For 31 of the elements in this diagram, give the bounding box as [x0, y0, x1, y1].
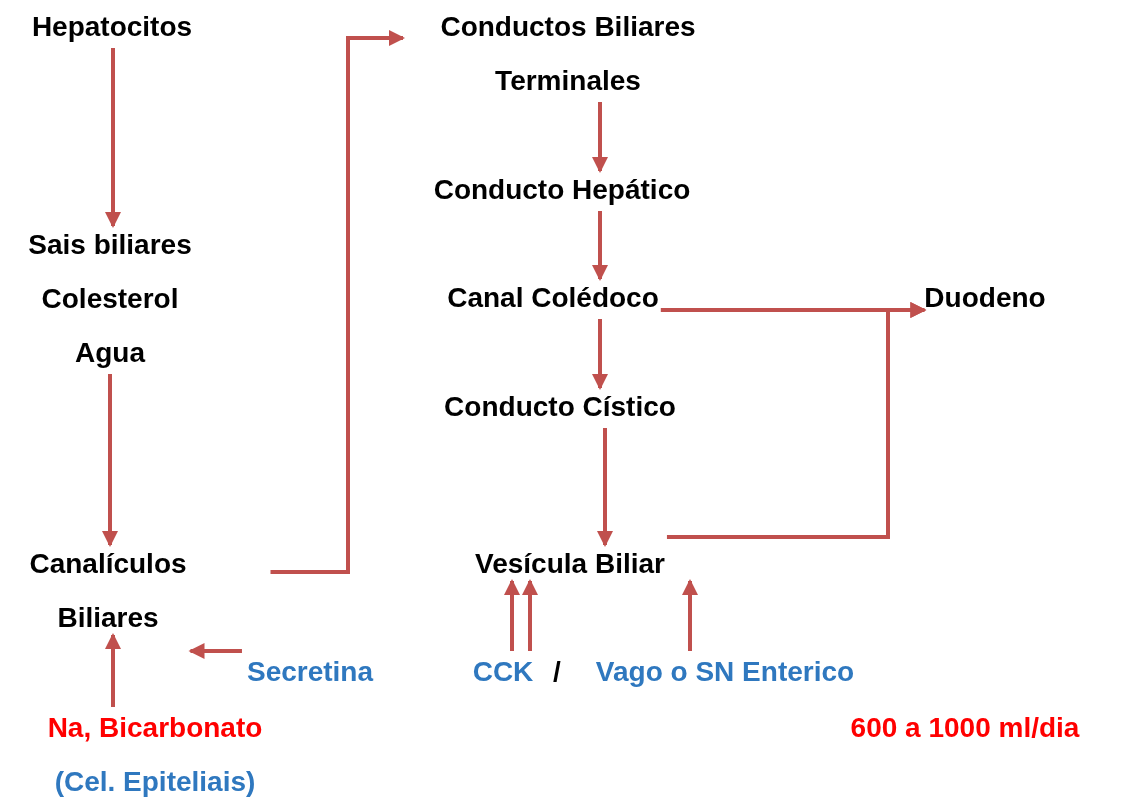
node-label: Vesícula Biliar	[475, 547, 665, 581]
node-label: Duodeno	[924, 281, 1046, 315]
arrow	[682, 579, 698, 651]
arrow	[592, 319, 608, 390]
arrow	[270, 30, 405, 574]
node-label: Canalículos Biliares	[28, 547, 188, 635]
node-label: CCK	[472, 655, 534, 689]
arrow	[597, 428, 613, 547]
arrow	[666, 302, 927, 539]
arrow	[105, 633, 121, 707]
separator-label: /	[553, 655, 561, 689]
node-label: Agua	[74, 336, 147, 370]
node-label: Conducto Hepático	[433, 173, 691, 207]
node-label: Canal Colédoco	[447, 281, 659, 315]
node-label: Colesterol	[40, 282, 180, 316]
node-label: Na, Bicarbonato	[47, 711, 263, 745]
node-label: Secretina	[246, 655, 374, 689]
arrow	[592, 211, 608, 281]
node-label: Hepatocitos	[31, 10, 193, 44]
node-label: Sais biliares	[28, 228, 192, 262]
node-label: (Cel. Epiteliais)	[53, 765, 257, 799]
node-label: Vago o SN Enterico	[595, 655, 855, 689]
volume-note: 600 a 1000 ml/dia	[850, 711, 1080, 745]
arrow	[522, 579, 538, 651]
arrow	[102, 374, 118, 547]
arrow	[504, 579, 520, 651]
arrow	[188, 643, 242, 659]
node-label: Conducto Cístico	[444, 390, 676, 424]
arrow	[592, 102, 608, 173]
node-label: Conductos Biliares Terminales	[439, 10, 697, 98]
arrow	[105, 48, 121, 228]
